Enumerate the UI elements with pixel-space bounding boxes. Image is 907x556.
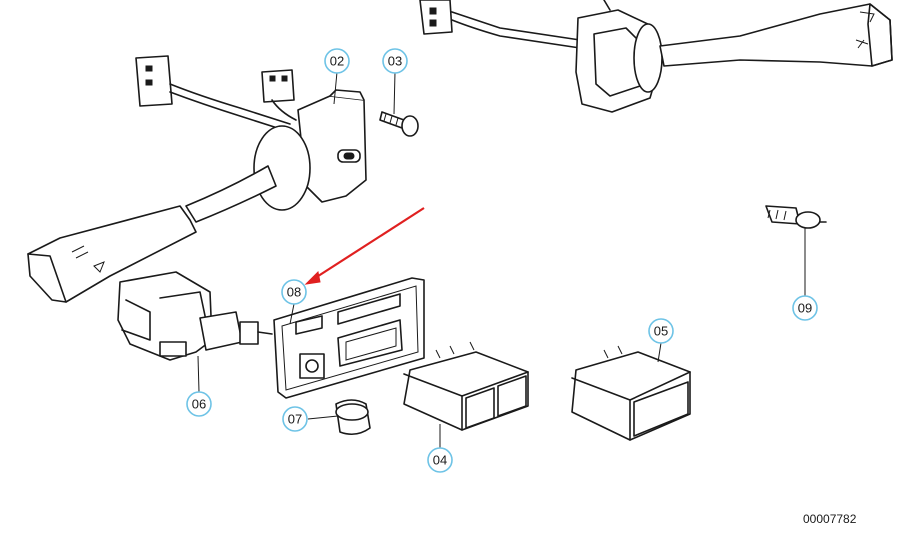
knob-part — [335, 399, 371, 436]
callout-04-label: 04 — [433, 453, 447, 468]
callout-03: 03 — [382, 48, 408, 74]
callout-08: 08 — [281, 279, 307, 305]
wiper-switch-assembly — [419, 0, 893, 113]
callout-05: 05 — [648, 318, 674, 344]
callout-06-label: 06 — [192, 397, 206, 412]
callout-02: 02 — [324, 48, 350, 74]
callout-03-label: 03 — [388, 54, 402, 69]
callout-08-label: 08 — [287, 285, 301, 300]
callout-02-label: 02 — [330, 54, 344, 69]
bulb-part — [765, 205, 827, 229]
leader-lines — [197, 71, 806, 448]
highlight-arrow — [304, 207, 425, 285]
cover-plate — [273, 277, 425, 399]
callout-06: 06 — [186, 391, 212, 417]
callout-07-label: 07 — [288, 412, 302, 427]
callout-09: 09 — [792, 295, 818, 321]
single-button-switch — [571, 345, 691, 441]
callout-09-label: 09 — [798, 301, 812, 316]
hazard-switch — [117, 271, 273, 361]
double-button-switch — [403, 341, 529, 431]
turn-signal-switch — [27, 55, 367, 303]
callout-07: 07 — [282, 406, 308, 432]
diagram-reference-number: 00007782 — [803, 512, 857, 526]
callout-05-label: 05 — [654, 324, 668, 339]
screw-part — [379, 111, 419, 137]
callout-04: 04 — [427, 447, 453, 473]
